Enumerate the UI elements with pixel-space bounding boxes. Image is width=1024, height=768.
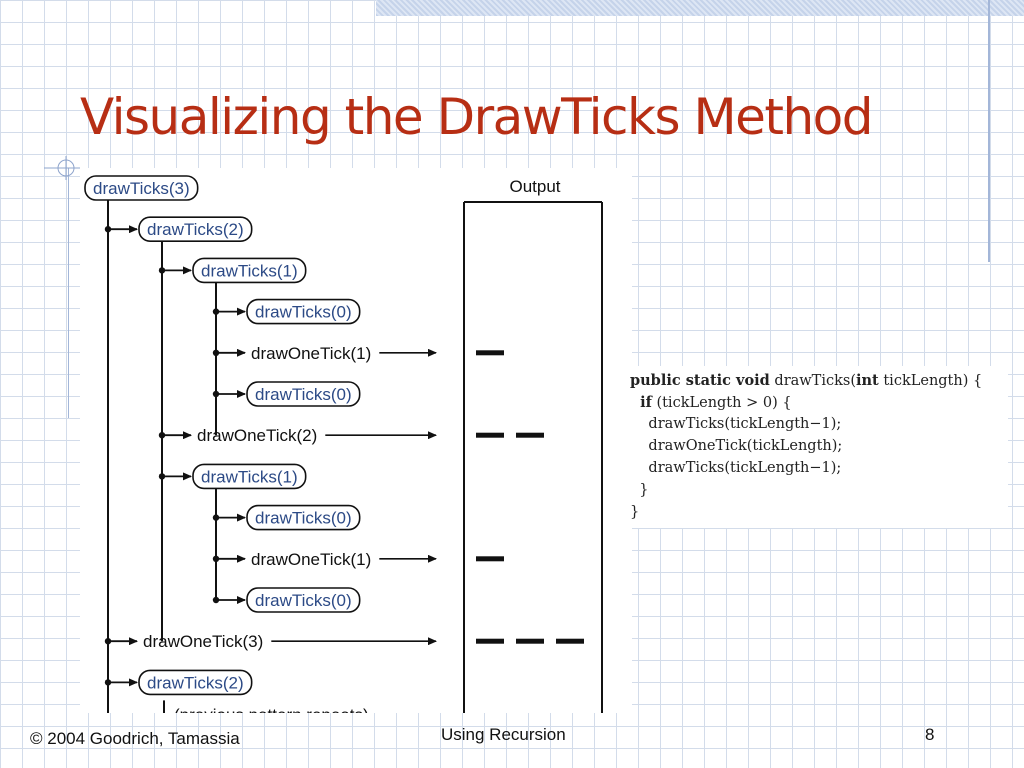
footer-topic: Using Recursion [441,725,566,744]
call-pill [192,257,307,284]
tick-mark [516,432,544,438]
recursive-call-node: drawTicks(2) [104,669,253,696]
code-line: } [630,504,640,520]
recursive-call-node: drawTicks(0) [212,381,361,407]
decorative-left-line [68,168,69,418]
code-line: drawTicks(tickLength−1); [630,416,842,432]
call-label: drawTicks(2) [147,220,244,239]
recursive-call-node: drawTicks(0) [212,298,361,325]
call-label: drawTicks(1) [201,467,298,486]
output-column: Output [463,177,603,713]
code-line: } [630,482,649,498]
crosshair-icon [44,156,80,180]
code-line: if (tickLength > 0) { [630,394,792,411]
call-label: drawTicks(0) [255,509,352,528]
tick-mark [476,638,504,644]
continuation-note: (previous pattern repeats) [163,700,369,713]
call-label: drawOneTick(1) [251,550,371,569]
call-pill [246,298,361,325]
recursive-call-node: drawTicks(1) [158,463,307,490]
recursive-call-node: drawTicks(0) [212,587,361,613]
code-line: drawTicks(tickLength−1); [630,460,842,476]
tick-mark [476,556,504,562]
recursive-call-node: drawTicks(0) [212,504,361,531]
recursion-trace-diagram: drawTicks(3) drawTicks(2) drawTicks(1) draw… [80,168,632,713]
call-pill [138,669,253,696]
draw-call-node: drawOneTick(1) [212,344,504,363]
call-label: drawTicks(3) [93,179,190,198]
call-pill [192,463,307,490]
call-label: drawOneTick(3) [143,632,263,651]
call-label: drawOneTick(1) [251,344,371,363]
footer-copyright: © 2004 Goodrich, Tamassia [30,729,240,748]
recursive-call-node: drawTicks(3) [84,175,199,201]
call-pill [246,381,361,407]
slide-title: Visualizing the DrawTicks Method [80,88,873,146]
tick-mark [556,638,584,644]
tick-mark [516,638,544,644]
continuation-text: (previous pattern repeats) [174,705,369,713]
draw-call-node: drawOneTick(1) [212,550,504,569]
call-label: drawTicks(0) [255,303,352,322]
call-pill [246,587,361,613]
decorative-right-line [988,0,990,262]
call-label: drawTicks(2) [147,673,244,692]
code-snippet: public static void drawTicks(int tickLen… [628,366,1008,528]
call-label: drawOneTick(2) [197,426,317,445]
tick-mark [476,350,504,356]
call-label: drawTicks(0) [255,385,352,404]
call-tree-lines [107,200,217,713]
tick-mark [476,432,504,438]
code-line: drawOneTick(tickLength); [630,438,843,454]
code-line: public static void drawTicks(int tickLen… [630,372,983,389]
call-pill [84,175,199,201]
draw-call-node: drawOneTick(3) [104,632,584,651]
call-pill [246,504,361,531]
draw-call-node: drawOneTick(2) [158,426,544,445]
call-label: drawTicks(1) [201,261,298,280]
recursive-call-node: drawTicks(2) [104,216,253,243]
decorative-top-band [376,0,1024,16]
call-label: drawTicks(0) [255,591,352,610]
recursive-call-node: drawTicks(1) [158,257,307,284]
page-number: 8 [925,725,935,744]
call-pill [138,216,253,243]
output-label: Output [509,177,560,196]
